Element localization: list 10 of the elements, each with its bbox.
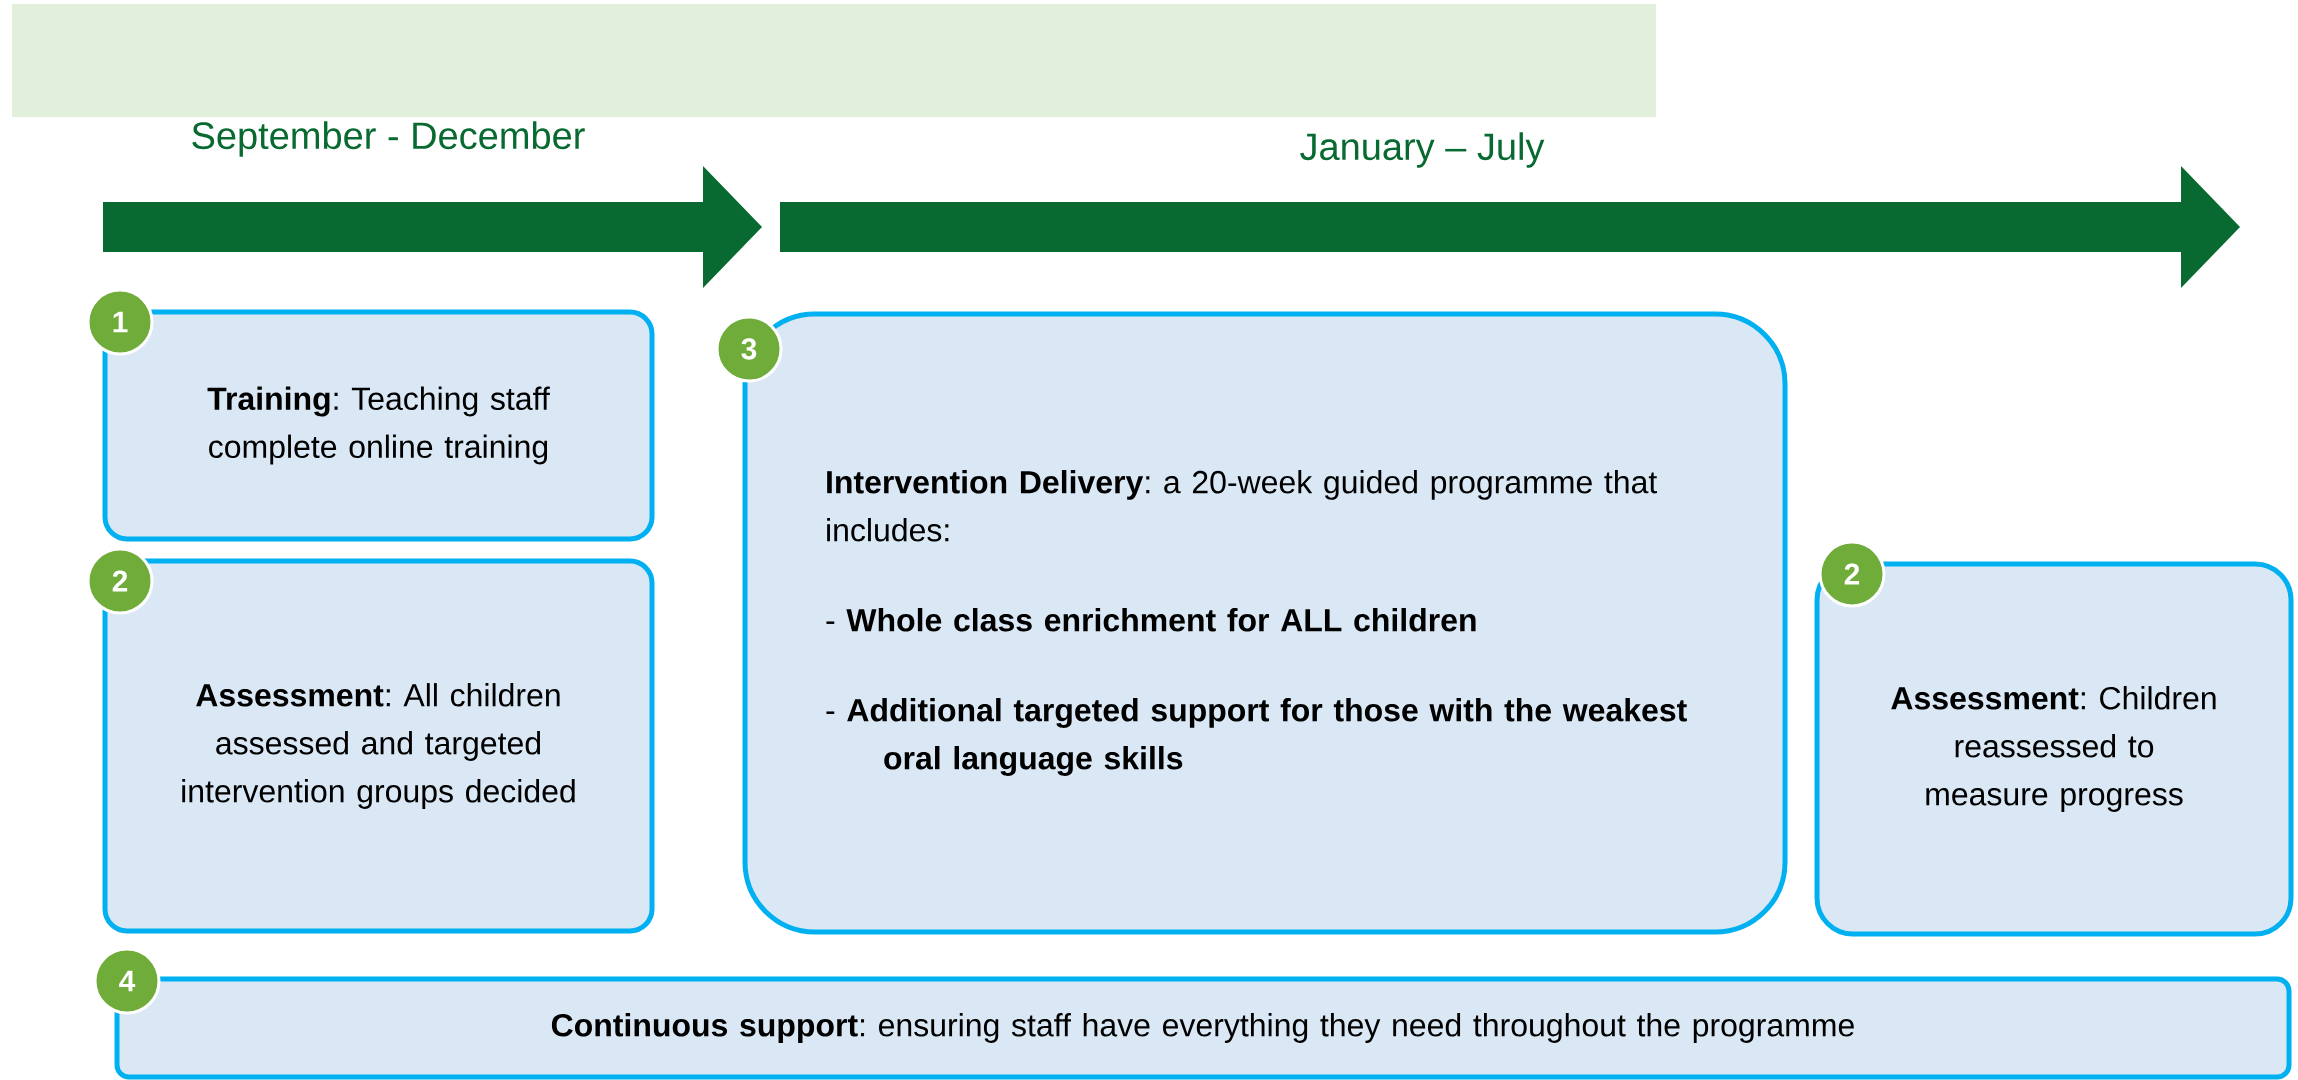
- number-badge: 2: [86, 547, 154, 615]
- number-badge: 4: [93, 947, 161, 1015]
- number-badge: 3: [715, 315, 783, 383]
- number-badge: 2: [1818, 540, 1886, 608]
- node-label: Intervention Delivery: a 20-week guided programme that includes:: [827, 470, 1658, 542]
- node-label: - Whole class enrichment for ALL children: [826, 608, 1476, 632]
- node-label: - Additional targeted support for those with the weakest oral language skills: [826, 698, 1687, 776]
- period-label: September - December: [192, 121, 585, 157]
- period-label: January – July: [1300, 132, 1545, 168]
- number-badge: 1: [86, 288, 154, 356]
